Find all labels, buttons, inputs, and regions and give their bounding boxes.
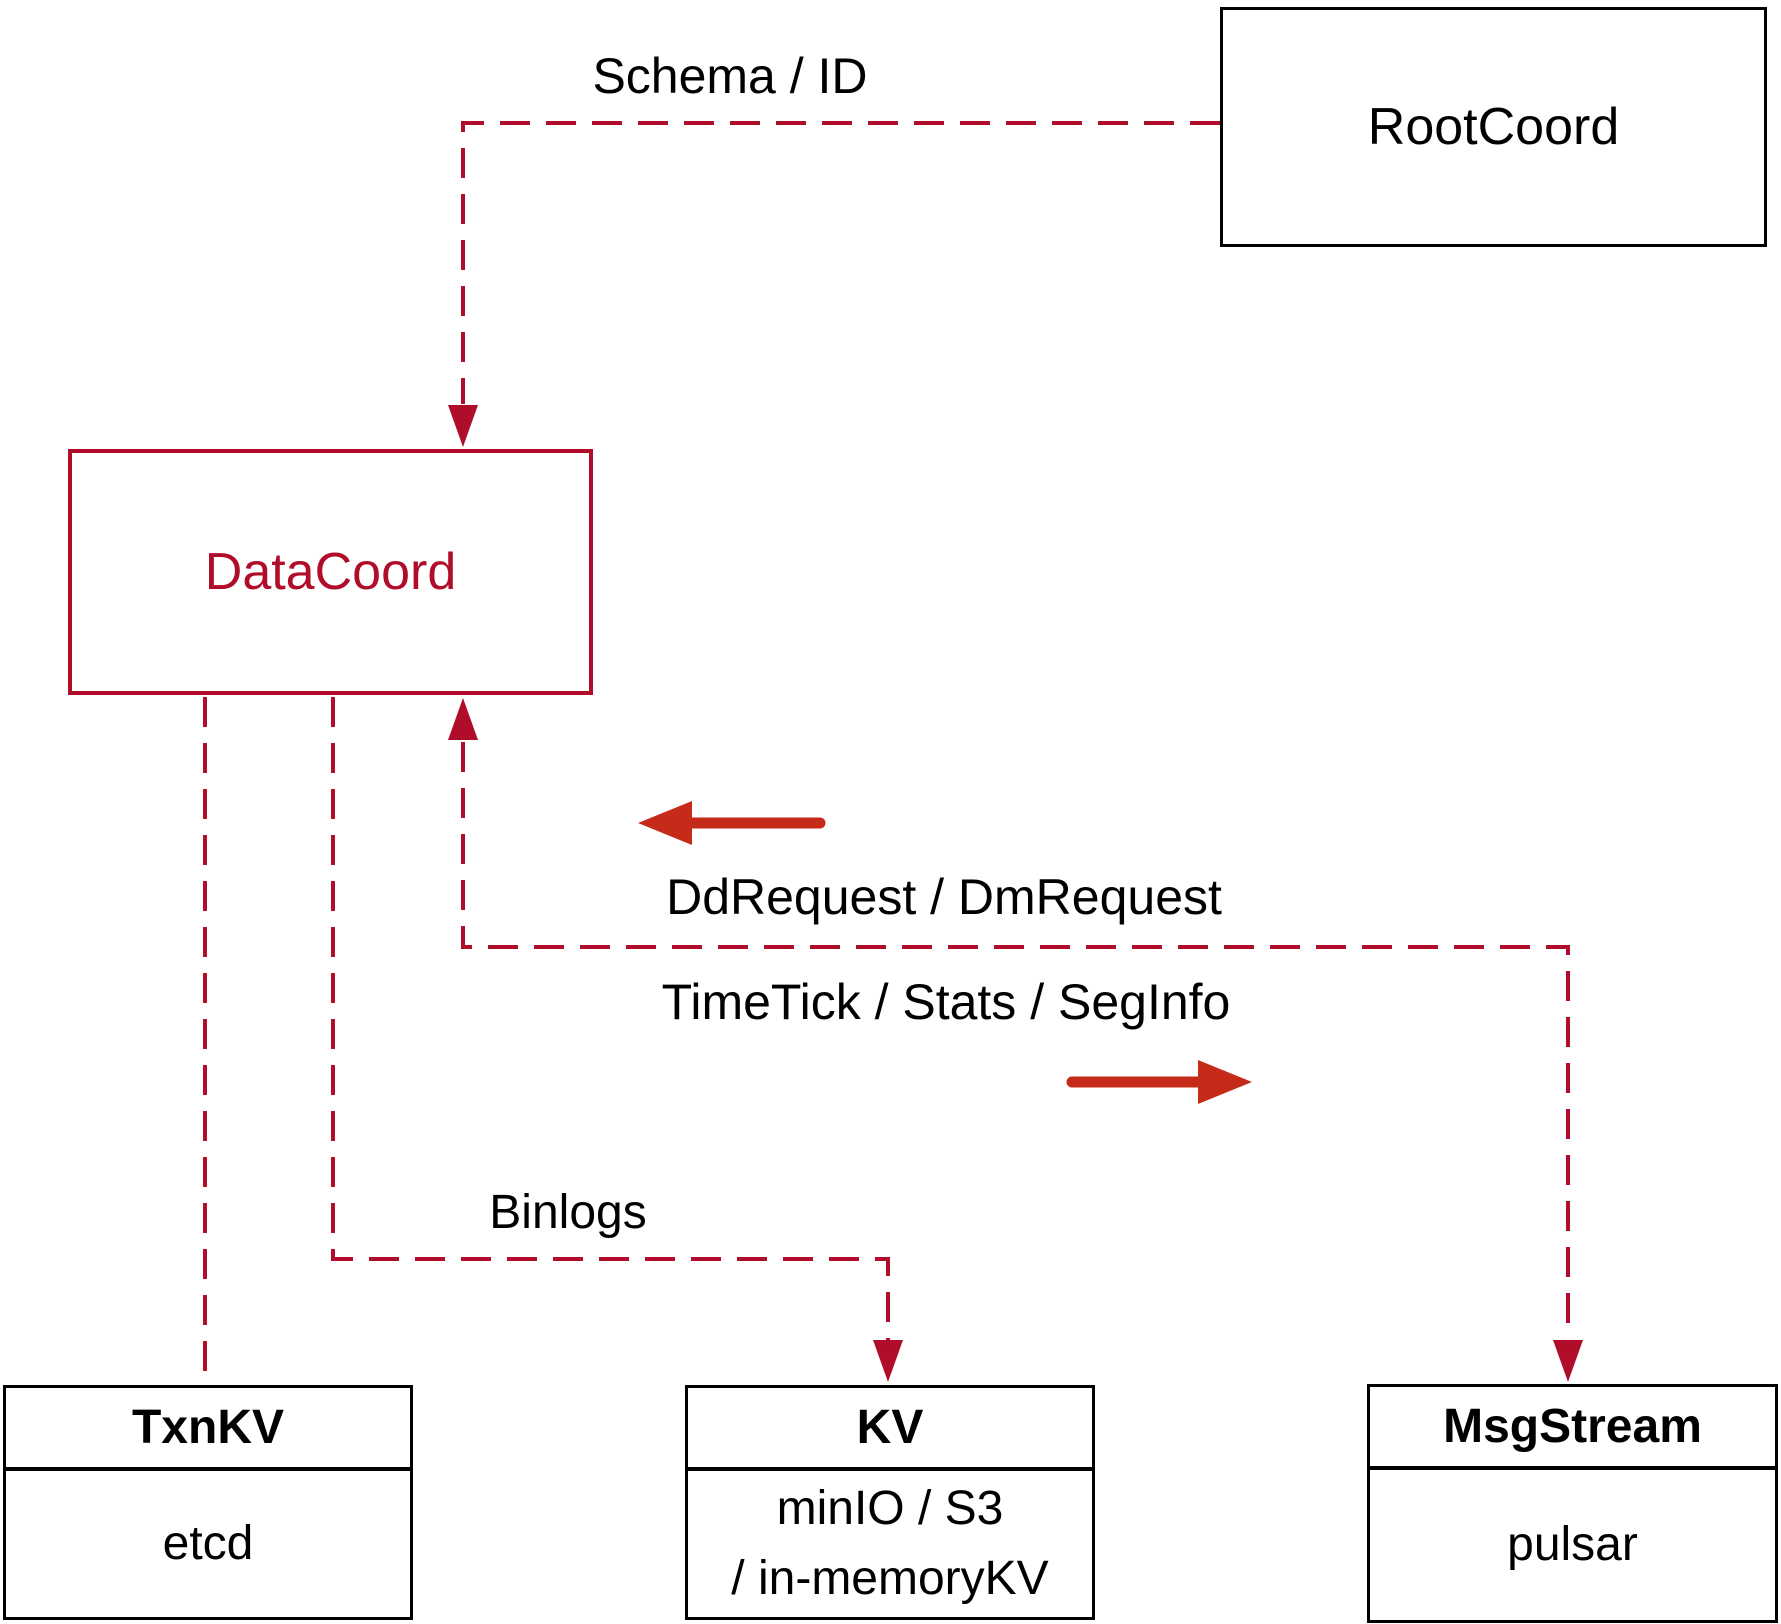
schema-id-label: Schema / ID	[592, 48, 868, 104]
txnkv-node: TxnKV etcd	[3, 1385, 413, 1620]
kv-node: KV minIO / S3 / in-memoryKV	[685, 1385, 1095, 1620]
schema-id-connector	[461, 121, 1220, 404]
txnkv-header: TxnKV	[6, 1388, 410, 1471]
msgstream-header: MsgStream	[1370, 1387, 1775, 1470]
msgstream-down-arrowhead	[1553, 1340, 1583, 1382]
msgstream-body: pulsar	[1370, 1470, 1775, 1620]
ddrequest-dmrequest-label: DdRequest / DmRequest	[666, 869, 1222, 925]
binlogs-label: Binlogs	[489, 1186, 647, 1239]
right-direction-arrow	[1066, 1060, 1252, 1104]
rootcoord-node: RootCoord	[1220, 7, 1767, 247]
msgstream-node: MsgStream pulsar	[1367, 1384, 1778, 1623]
datacoord-node: DataCoord	[68, 449, 593, 695]
txnkv-body-text: etcd	[162, 1517, 254, 1570]
schema-id-arrowhead	[448, 405, 478, 447]
datacoord-up-arrowhead	[448, 698, 478, 740]
kv-body: minIO / S3 / in-memoryKV	[688, 1471, 1092, 1617]
kv-body-line2: / in-memoryKV	[731, 1552, 1049, 1605]
datacoord-msgstream-connector	[461, 742, 1570, 1339]
txnkv-body: etcd	[6, 1471, 410, 1617]
kv-body-line1: minIO / S3	[776, 1482, 1004, 1535]
msgstream-body-text: pulsar	[1507, 1518, 1638, 1571]
datacoord-label: DataCoord	[204, 543, 457, 601]
timetick-stats-seginfo-label: TimeTick / Stats / SegInfo	[661, 974, 1231, 1030]
binlogs-arrowhead	[873, 1340, 903, 1382]
kv-header: KV	[688, 1388, 1092, 1471]
rootcoord-label: RootCoord	[1367, 98, 1620, 156]
left-direction-arrow	[638, 801, 826, 845]
binlogs-connector	[331, 697, 890, 1340]
